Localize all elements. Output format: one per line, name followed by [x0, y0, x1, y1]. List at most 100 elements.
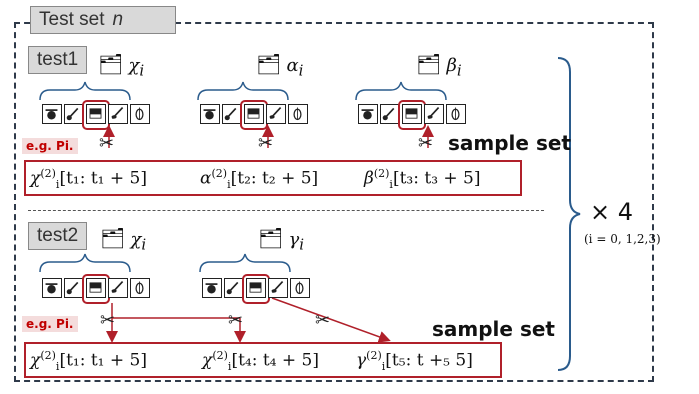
violin-trumpet-icon	[290, 278, 310, 298]
electric-guitar-icon	[268, 278, 288, 298]
guitar-icon	[64, 278, 84, 298]
test-set-label: Test set	[39, 9, 105, 30]
bracket-t2-gamma	[199, 253, 291, 273]
group-symbol: χi	[130, 229, 146, 254]
guitar-icon	[380, 104, 400, 124]
group-letter: β	[446, 55, 457, 76]
group-symbol: αi	[286, 55, 303, 80]
group-subscript: i	[139, 61, 145, 80]
sample-t2-2: γ(2)i[t₅: t +₅ 5]	[356, 349, 473, 373]
sample-range: [t₂: t₂ + 5]	[230, 168, 319, 189]
repeat-count: × 4	[590, 198, 634, 226]
sample-superscript: (2)	[40, 167, 56, 180]
sample-t1-1: α(2)i[t₂: t₂ + 5]	[200, 167, 318, 191]
group-subscript: i	[299, 235, 305, 254]
sample-symbol: χ	[30, 168, 41, 189]
sample-t2-0: χ(2)i[t₁: t₁ + 5]	[30, 349, 147, 373]
sample-set-box-test2	[24, 342, 502, 378]
piano-icon	[246, 278, 266, 298]
sample-superscript: (2)	[40, 349, 56, 362]
group-header-t1-2: 🗂︎ βi	[416, 52, 462, 80]
group-letter: γ	[288, 229, 300, 250]
electric-guitar-icon	[266, 104, 286, 124]
group-subscript: i	[456, 61, 462, 80]
sample-symbol: α	[200, 168, 212, 189]
sample-subscript: i	[55, 178, 60, 192]
sample-range: [t₅: t +₅ 5]	[385, 350, 473, 371]
sample-range: [t₁: t₁ + 5]	[59, 168, 147, 189]
group-letter: χ	[128, 55, 140, 76]
group-symbol: χi	[128, 55, 144, 80]
sample-range: [t₄: t₄ + 5]	[231, 350, 319, 371]
sample-subscript: i	[227, 360, 232, 374]
sample-subscript: i	[381, 360, 386, 374]
music-folder-icon: 🗂︎	[98, 52, 124, 76]
test2-label: test2	[28, 222, 88, 250]
electric-guitar-icon	[424, 104, 444, 124]
group-subscript: i	[141, 235, 147, 254]
sample-superscript: (2)	[212, 349, 228, 362]
sample-range: [t₁: t₁ + 5]	[59, 350, 147, 371]
test-set-title: Test set n	[30, 6, 176, 34]
sample-superscript: (2)	[366, 349, 382, 362]
sample-superscript: (2)	[211, 167, 228, 180]
piano-icon	[86, 278, 106, 298]
scissors-icon: ✂	[258, 133, 274, 154]
group-letter: χ	[130, 229, 142, 250]
violin-trumpet-icon	[288, 104, 308, 124]
sample-range: [t₃: t₃ + 5]	[392, 168, 481, 189]
sample-symbol: β	[364, 168, 374, 189]
sample-set-label: sample set	[432, 317, 555, 341]
music-folder-icon: 🗂︎	[256, 52, 282, 76]
guitar-icon	[64, 104, 84, 124]
bracket-t2-chi	[39, 253, 131, 273]
sample-symbol: χ	[202, 350, 213, 371]
bracket-t1-beta	[355, 81, 447, 101]
scissors-icon: ✂	[315, 310, 331, 331]
music-folder-icon: 🗂︎	[416, 52, 442, 76]
sample-set-label: sample set	[448, 131, 571, 155]
drums-icon	[202, 278, 222, 298]
piano-icon	[402, 104, 422, 124]
drums-icon	[200, 104, 220, 124]
sample-t1-0: χ(2)i[t₁: t₁ + 5]	[30, 167, 147, 191]
piano-icon	[244, 104, 264, 124]
scissors-icon: ✂	[100, 310, 116, 331]
example-piano-label: e.g. Pi.	[22, 316, 78, 332]
group-letter: α	[286, 55, 299, 76]
group-header-t2-0: 🗂︎ χi	[100, 226, 146, 254]
t1-beta-selected-piano	[398, 100, 426, 130]
group-header-t1-1: 🗂︎ αi	[256, 52, 303, 80]
t2-chi-selected-piano	[82, 274, 110, 304]
repeat-brace	[557, 57, 581, 371]
drums-icon	[42, 104, 62, 124]
sample-subscript: i	[55, 360, 60, 374]
piano-icon	[86, 104, 106, 124]
electric-guitar-icon	[108, 104, 128, 124]
guitar-icon	[222, 104, 242, 124]
music-folder-icon: 🗂︎	[100, 226, 126, 250]
t2-gamma-selected-piano	[242, 274, 270, 304]
group-subscript: i	[298, 61, 304, 80]
separator	[28, 210, 544, 211]
sample-set-box-test1	[24, 160, 522, 196]
violin-trumpet-icon	[130, 278, 150, 298]
sample-t2-1: χ(2)i[t₄: t₄ + 5]	[202, 349, 319, 373]
sample-subscript: i	[227, 178, 231, 192]
test1-label: test1	[28, 46, 88, 74]
drums-icon	[42, 278, 62, 298]
electric-guitar-icon	[108, 278, 128, 298]
music-folder-icon: 🗂︎	[258, 226, 284, 250]
sample-superscript: (2)	[373, 167, 390, 180]
drums-icon	[358, 104, 378, 124]
bracket-t1-chi	[39, 81, 131, 101]
t1-alpha-selected-piano	[240, 100, 268, 130]
guitar-icon	[224, 278, 244, 298]
sample-symbol: χ	[30, 350, 41, 371]
scissors-icon: ✂	[99, 133, 115, 154]
scissors-icon: ✂	[228, 310, 244, 331]
test-set-var: n	[112, 9, 124, 30]
bracket-t1-alpha	[197, 81, 289, 101]
example-piano-label: e.g. Pi.	[22, 138, 78, 154]
